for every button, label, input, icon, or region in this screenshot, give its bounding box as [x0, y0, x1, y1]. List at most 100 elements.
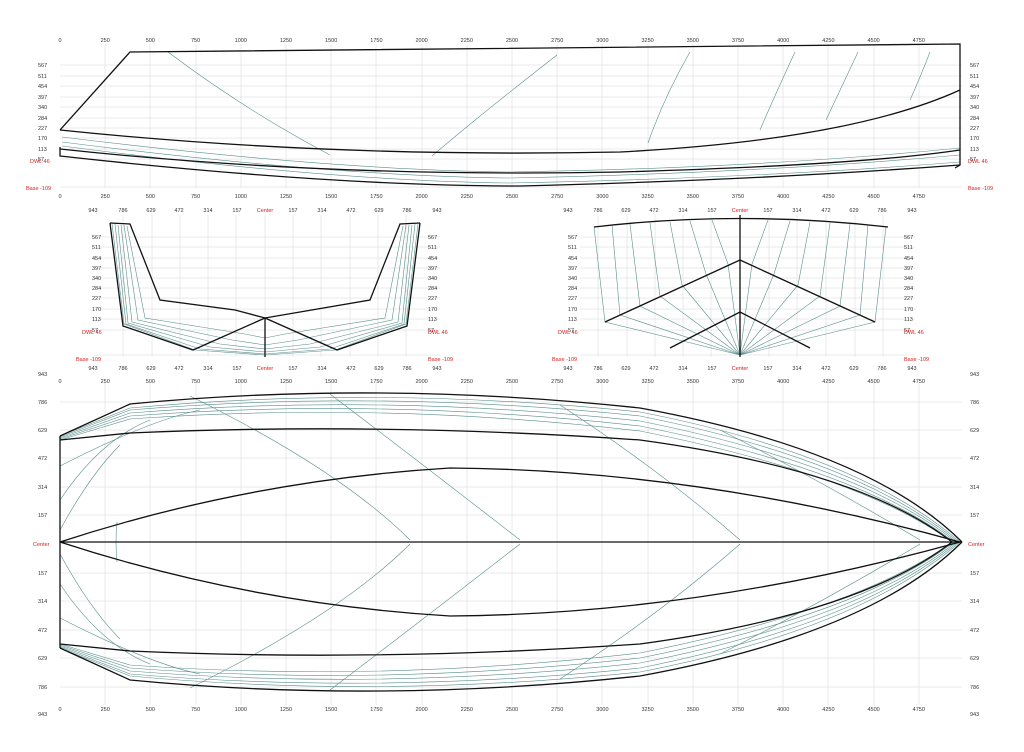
profile-view [59, 43, 962, 188]
body-left-height-label-right: 170 [428, 307, 437, 313]
profile-bottom-length-label: 3000 [596, 194, 608, 200]
profile-bottom-length-label: 0 [58, 194, 61, 200]
plan-bottom-length-label: 4000 [777, 707, 789, 713]
profile-bottom-length-label: 2250 [461, 194, 473, 200]
plan-bottom-length-label: 3000 [596, 707, 608, 713]
body-left-breadth-label: 157 [288, 366, 297, 372]
profile-top-length-label: 2250 [461, 38, 473, 44]
plan-view-hull [59, 392, 963, 692]
plan-breadth-label-left: 314 [38, 599, 47, 605]
body-right-height-label-right: 170 [904, 307, 913, 313]
body-right-height-label-right: 227 [904, 296, 913, 302]
profile-height-label-left: 57 [38, 157, 44, 163]
body-right-base-label-right: Base -109 [904, 357, 929, 363]
profile-top-length-label: 750 [191, 38, 200, 44]
profile-height-label-right: 227 [970, 126, 979, 132]
profile-height-label-right: 567 [970, 63, 979, 69]
profile-bottom-length-label: 4000 [777, 194, 789, 200]
profile-height-label-left: 567 [38, 63, 47, 69]
body-right-height-label-right: 567 [904, 235, 913, 241]
plan-bottom-length-label: 3750 [732, 707, 744, 713]
plan-bottom-length-label: 500 [146, 707, 155, 713]
body-plan-right-grid [580, 215, 915, 357]
profile-top-length-label: 4500 [867, 38, 879, 44]
plan-center-label-right: Center [968, 542, 985, 548]
profile-bottom-length-label: 4250 [822, 194, 834, 200]
body-right-height-label-left: 340 [568, 276, 577, 282]
body-left-breadth-label: 629 [374, 208, 383, 214]
body-right-breadth-label: 314 [792, 366, 801, 372]
profile-height-label-right: 397 [970, 95, 979, 101]
profile-top-length-label: 250 [101, 38, 110, 44]
body-left-dwl-label-left: DWL 46 [82, 330, 102, 336]
body-plan-right-hull [593, 215, 889, 357]
body-left-breadth-label: 786 [402, 366, 411, 372]
plan-top-length-label: 250 [101, 379, 110, 385]
profile-height-label-right: 113 [970, 147, 979, 153]
plan-top-length-label: 4500 [867, 379, 879, 385]
plan-breadth-label-right: 157 [970, 513, 979, 519]
plan-breadth-label-left: 629 [38, 428, 47, 434]
profile-top-length-label: 3500 [687, 38, 699, 44]
plan-bottom-length-label: 2250 [461, 707, 473, 713]
plan-top-length-label: 1750 [370, 379, 382, 385]
profile-grid [60, 44, 962, 188]
body-plan-right [580, 215, 915, 357]
profile-top-length-label: 3750 [732, 38, 744, 44]
body-left-breadth-label: 629 [146, 208, 155, 214]
plan-breadth-label-left: 943 [38, 372, 47, 378]
profile-bottom-length-label: 1500 [325, 194, 337, 200]
plan-top-length-label: 3250 [641, 379, 653, 385]
plan-top-length-label: 4000 [777, 379, 789, 385]
plan-view-grid [60, 383, 962, 705]
plan-breadth-label-left: 943 [38, 712, 47, 718]
body-right-breadth-label: 157 [763, 208, 772, 214]
body-right-breadth-label: 472 [649, 208, 658, 214]
profile-bottom-length-label: 3250 [641, 194, 653, 200]
profile-height-label-right: 170 [970, 136, 979, 142]
body-right-height-label-right: 454 [904, 256, 913, 262]
plan-top-length-label: 4750 [913, 379, 925, 385]
body-right-breadth-label: 786 [877, 208, 886, 214]
body-right-breadth-label: 157 [707, 208, 716, 214]
profile-height-label-left: 227 [38, 126, 47, 132]
body-left-breadth-label: 314 [203, 208, 212, 214]
profile-bottom-length-label: 2000 [415, 194, 427, 200]
body-right-dwl-label-left: DWL 46 [558, 330, 578, 336]
plan-bottom-length-label: 1500 [325, 707, 337, 713]
profile-base-label-left: Base -109 [26, 186, 51, 192]
body-left-height-label-right: 397 [428, 266, 437, 272]
body-left-height-label-right: 340 [428, 276, 437, 282]
profile-height-label-right: 57 [970, 157, 976, 163]
plan-breadth-label-right: 943 [970, 372, 979, 378]
body-right-height-label-left: 567 [568, 235, 577, 241]
profile-height-label-right: 340 [970, 105, 979, 111]
body-right-height-label-right: 57 [904, 328, 910, 334]
body-right-height-label-right: 340 [904, 276, 913, 282]
plan-bottom-length-label: 1000 [235, 707, 247, 713]
body-right-breadth-label: 314 [678, 366, 687, 372]
plan-breadth-label-left: 314 [38, 485, 47, 491]
profile-height-label-left: 454 [38, 84, 47, 90]
body-right-height-label-left: 511 [568, 245, 577, 251]
plan-top-length-label: 3000 [596, 379, 608, 385]
profile-bottom-length-label: 2750 [551, 194, 563, 200]
plan-top-length-label: 3500 [687, 379, 699, 385]
body-left-height-label-left: 57 [92, 328, 98, 334]
body-left-height-label-right: 454 [428, 256, 437, 262]
body-right-breadth-label: 786 [593, 208, 602, 214]
body-left-height-label-left: 227 [92, 296, 101, 302]
body-left-height-label-left: 454 [92, 256, 101, 262]
plan-top-length-label: 4250 [822, 379, 834, 385]
profile-bottom-length-label: 4500 [867, 194, 879, 200]
plan-breadth-label-right: 472 [970, 456, 979, 462]
body-right-height-label-left: 454 [568, 256, 577, 262]
body-right-breadth-label: 786 [593, 366, 602, 372]
profile-top-length-label: 3000 [596, 38, 608, 44]
plan-bottom-length-label: 4750 [913, 707, 925, 713]
profile-height-label-right: 284 [970, 116, 979, 122]
body-plan-left-sections [111, 223, 419, 356]
plan-bottom-length-label: 4500 [867, 707, 879, 713]
plan-top-length-label: 2250 [461, 379, 473, 385]
body-left-breadth-label: 943 [432, 366, 441, 372]
